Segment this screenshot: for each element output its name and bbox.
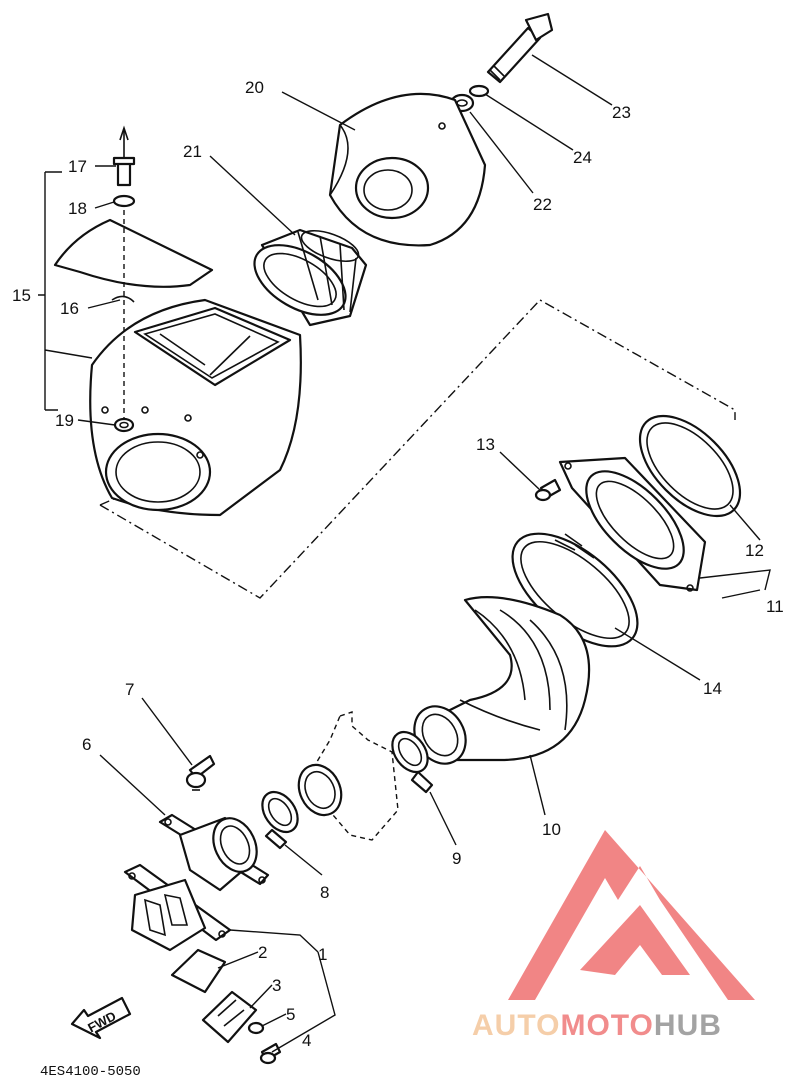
part-label-15: 15 [12,286,31,305]
forward-direction-arrow: FWD [70,996,132,1040]
part-labels: 20 21 23 24 22 17 18 15 16 19 13 12 11 1… [12,78,784,1050]
screw-4 [259,1042,282,1065]
part-label-9: 9 [452,849,461,868]
watermark-text-moto: MOTO [560,1009,653,1042]
hose-clamp-9 [391,730,434,794]
part-label-13: 13 [476,435,495,454]
grommet-19 [113,417,135,433]
air-filter-element-20 [328,92,487,247]
part-label-12: 12 [745,541,764,560]
watermark-logo-inner [580,905,690,975]
washer-24 [468,84,490,98]
leader-lines [38,54,771,1053]
part-label-20: 20 [245,78,264,97]
part-label-6: 6 [82,735,91,754]
part-label-5: 5 [286,1005,295,1024]
part-label-24: 24 [573,148,592,167]
part-label-23: 23 [612,103,631,122]
watermark-logo: AUTOMOTOHUB [472,830,755,1042]
washer-5 [247,1021,265,1035]
part-label-18: 18 [68,199,87,218]
clip-16 [111,295,135,303]
part-label-17: 17 [68,157,87,176]
part-label-1: 1 [318,945,327,964]
watermark-logo-triangle [508,830,755,1000]
carburetor-joint-6 [158,813,270,892]
watermark-text: AUTOMOTOHUB [472,1009,722,1042]
part-label-11: 11 [766,597,784,616]
watermark-text-auto: AUTO [472,1009,560,1042]
joint-11 [558,456,707,592]
air-duct-10 [413,596,591,765]
bolt-7 [185,754,216,791]
screw-13 [534,478,562,502]
diagram-code: 4ES4100-5050 [40,1064,141,1080]
part-label-21: 21 [183,142,202,161]
part-label-14: 14 [703,679,722,698]
part-label-8: 8 [320,883,329,902]
part-label-2: 2 [258,943,267,962]
part-label-10: 10 [542,820,561,839]
washer-18 [112,194,136,208]
carburetor-outline [297,711,399,841]
reed-stopper-3 [201,990,258,1044]
air-filter-case-15 [89,298,302,517]
part-label-16: 16 [60,299,79,318]
part-label-4: 4 [302,1031,311,1050]
cover-plate-16 [53,218,214,288]
part-label-3: 3 [272,976,281,995]
fwd-label: FWD [85,1008,118,1035]
reed-valve-1 [123,863,232,952]
part-label-7: 7 [125,680,134,699]
filter-guide-21 [253,228,368,327]
hose-clamp-8 [261,790,299,850]
reed-2 [170,948,227,994]
rivet-17 [112,125,136,187]
part-label-22: 22 [533,195,552,214]
part-label-19: 19 [55,411,74,430]
watermark-text-hub: HUB [654,1009,722,1042]
bolt-23 [486,12,554,84]
assembly-outline-airbox [99,299,736,599]
